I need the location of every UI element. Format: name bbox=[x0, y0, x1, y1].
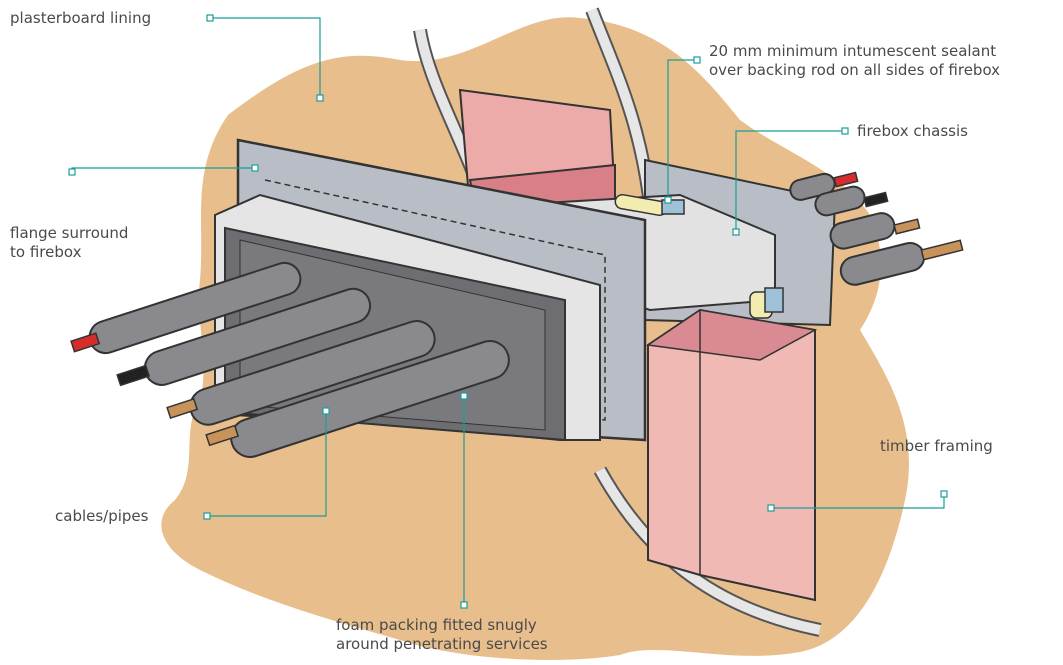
square-marker-icon bbox=[68, 168, 76, 176]
cable-2 bbox=[116, 287, 372, 387]
leader-plasterboard bbox=[210, 17, 321, 98]
lower-timber-top bbox=[645, 309, 818, 361]
square-marker-icon bbox=[940, 490, 948, 498]
leader-sealant bbox=[667, 59, 697, 200]
square-marker-icon bbox=[316, 94, 324, 102]
square-marker-icon bbox=[322, 407, 330, 415]
square-marker-icon bbox=[693, 56, 701, 64]
firebox-chassis-label: firebox chassis bbox=[857, 122, 968, 140]
square-marker-icon bbox=[841, 127, 849, 135]
cables-pipes-label: cables/pipes bbox=[55, 507, 149, 525]
leader-timber bbox=[771, 494, 945, 509]
foam-packing-label: foam packing fitted snugly around penetr… bbox=[336, 616, 548, 653]
lower-cable-curve-inner bbox=[595, 467, 821, 635]
square-marker-icon bbox=[460, 601, 468, 609]
cable-1 bbox=[70, 261, 302, 355]
square-marker-icon bbox=[664, 196, 672, 204]
front-cables bbox=[70, 261, 510, 458]
square-marker-icon bbox=[767, 504, 775, 512]
square-marker-icon bbox=[732, 228, 740, 236]
sealant-label: 20 mm minimum intumescent sealant over b… bbox=[709, 42, 1001, 79]
square-marker-icon bbox=[203, 512, 211, 520]
cable-4 bbox=[205, 340, 510, 458]
anchor-markers bbox=[68, 14, 948, 609]
leader-chassis bbox=[735, 130, 845, 232]
timber-framing-label: timber framing bbox=[880, 437, 993, 455]
leader-cables bbox=[207, 411, 327, 517]
square-marker-icon bbox=[251, 164, 259, 172]
intumescent-sealant bbox=[614, 193, 784, 319]
square-marker-icon bbox=[460, 392, 468, 400]
back-cables bbox=[789, 171, 964, 286]
square-marker-icon bbox=[206, 14, 214, 22]
plasterboard-lining-label: plasterboard lining bbox=[10, 9, 152, 27]
cable-3 bbox=[166, 320, 436, 426]
flange-surround-label: flange surround to firebox bbox=[10, 224, 129, 261]
